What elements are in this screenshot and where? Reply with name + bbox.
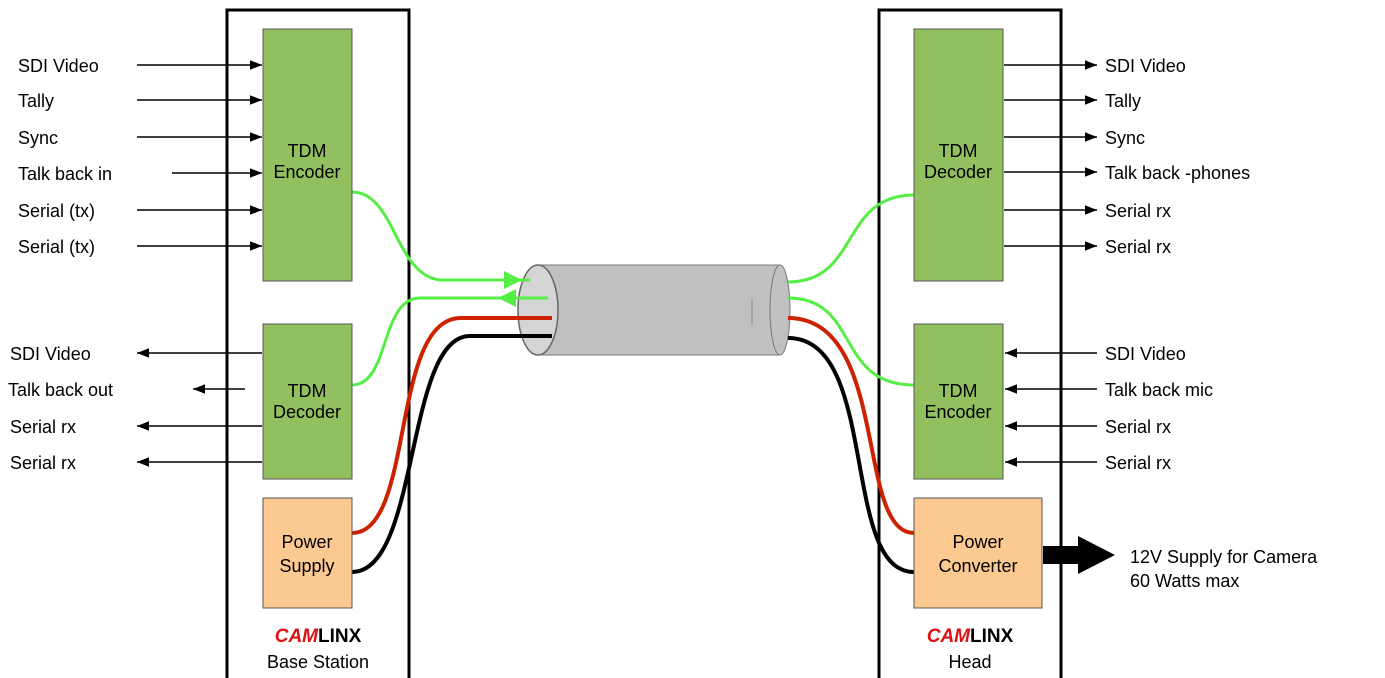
head-input-label: Serial rx [1105,453,1171,473]
base-inputs: SDI Video Tally Sync Talk back in Serial… [18,56,262,257]
cables [351,190,915,574]
head-inputs: SDI Video Talk back mic Serial rx Serial… [1005,344,1213,473]
head-output-label: Talk back -phones [1105,163,1250,183]
head-power-converter: Power Converter [913,497,1043,609]
base-input-label: Serial (tx) [18,237,95,257]
base-brand-linx: LINX [318,626,362,647]
head-encoder-link [787,296,915,387]
base-power-supply: Power Supply [262,497,353,609]
base-brand-logo: CAMLINX [275,626,362,647]
base-input-label: Serial (tx) [18,201,95,221]
supply-watts-label: 60 Watts max [1130,571,1239,591]
head-output-label: SDI Video [1105,56,1186,76]
base-output-label: Talk back out [8,380,113,400]
head-input-label: Talk back mic [1105,380,1213,400]
base-tdm-decoder: TDM Decoder [262,323,353,480]
head-power-red-wire [787,316,915,535]
base-decoder-link [351,296,548,387]
base-power-line2: Supply [279,556,334,576]
head-power-black-wire [787,336,915,574]
head-power-line1: Power [952,532,1003,552]
coax-cable [517,264,791,356]
head-brand-linx: LINX [970,626,1014,647]
head-output-label: Serial rx [1105,237,1171,257]
base-decoder-line1: TDM [288,381,327,401]
base-encoder-line2: Encoder [273,162,340,182]
head-input-label: Serial rx [1105,417,1171,437]
head-encoder-line2: Encoder [924,402,991,422]
head-output-label: Tally [1105,91,1141,111]
base-input-label: Sync [18,128,58,148]
base-power-black-wire [351,334,552,574]
base-output-label: Serial rx [10,453,76,473]
base-decoder-line2: Decoder [273,402,341,422]
base-power-red-wire [351,316,552,535]
supply-output-arrow [1043,536,1115,574]
head-caption: Head [948,652,991,672]
supply-label: 12V Supply for Camera [1130,547,1318,567]
base-encoder-line1: TDM [288,141,327,161]
head-output-label: Sync [1105,128,1145,148]
base-power-line1: Power [281,532,332,552]
base-tdm-encoder: TDM Encoder [262,28,353,282]
base-output-label: Serial rx [10,417,76,437]
head-output-label: Serial rx [1105,201,1171,221]
head-decoder-line2: Decoder [924,162,992,182]
head-outputs: SDI Video Tally Sync Talk back -phones S… [1004,56,1250,257]
base-station-enclosure [225,8,411,678]
base-encoder-link [351,190,522,282]
base-brand-cam: CAM [275,626,319,647]
base-input-label: Tally [18,91,54,111]
base-output-label: SDI Video [10,344,91,364]
head-decoder-line1: TDM [939,141,978,161]
head-brand-cam: CAM [927,626,971,647]
head-brand-logo: CAMLINX [927,626,1014,647]
head-input-label: SDI Video [1105,344,1186,364]
head-encoder-line1: TDM [939,381,978,401]
head-enclosure [877,8,1063,678]
head-tdm-encoder: TDM Encoder [913,323,1004,480]
head-power-line2: Converter [938,556,1017,576]
head-decoder-link [787,193,915,284]
base-input-label: SDI Video [18,56,99,76]
base-station-caption: Base Station [267,652,369,672]
base-input-label: Talk back in [18,164,112,184]
base-outputs: SDI Video Talk back out Serial rx Serial… [8,344,262,473]
head-tdm-decoder: TDM Decoder [913,28,1004,282]
